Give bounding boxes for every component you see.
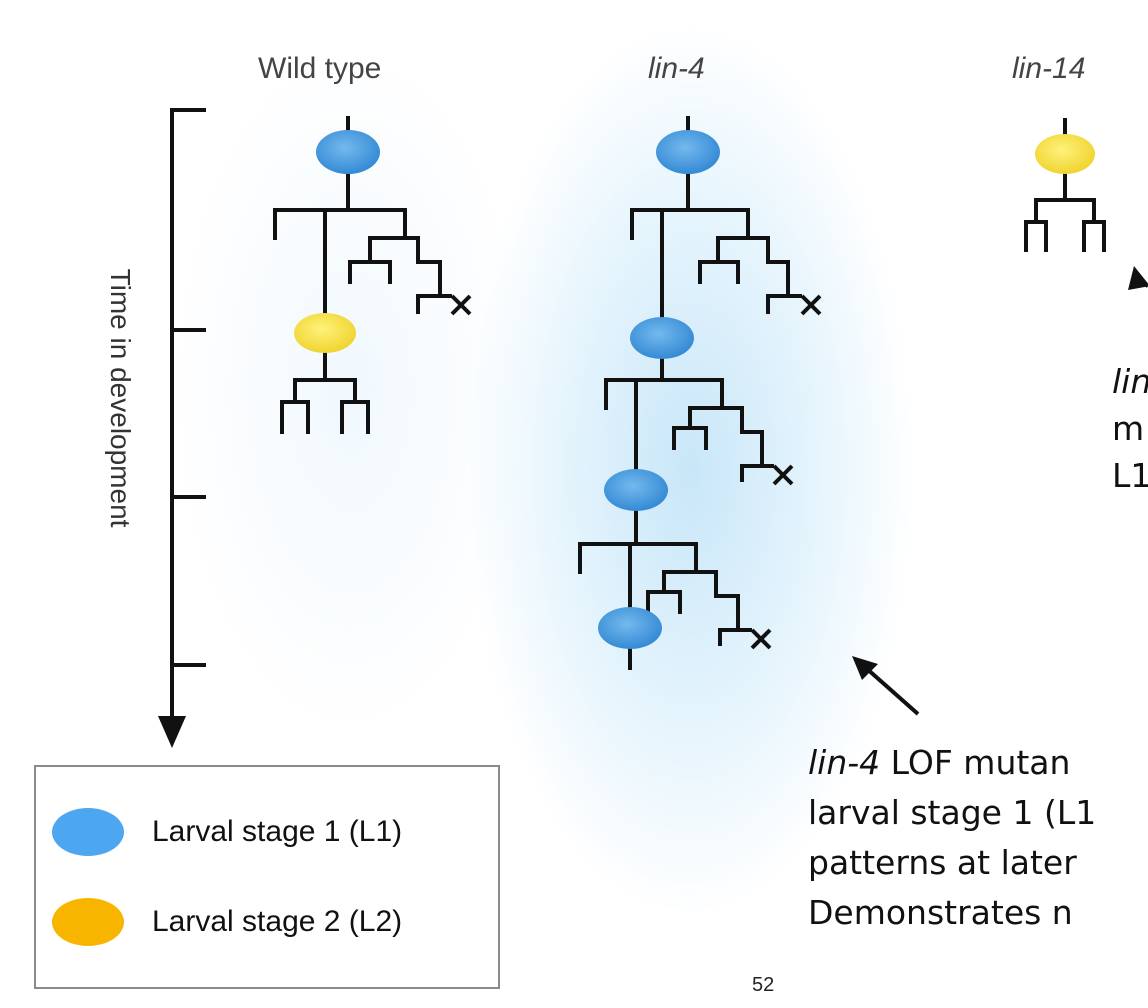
- lin-4-l1-cell-1: [656, 130, 720, 174]
- lin-14-note: lin m L1: [1112, 358, 1148, 499]
- lin-4-l1-cell-4: [598, 607, 662, 649]
- lin-4-note: lin-4 LOF mutan larval stage 1 (L1 patte…: [808, 738, 1096, 938]
- lin-4-note-line4: Demonstrates n: [808, 893, 1073, 932]
- lin-4-note-line1-text: LOF mutan: [880, 743, 1071, 782]
- legend: Larval stage 1 (L1) Larval stage 2 (L2): [34, 765, 500, 989]
- lin-4-l1-cell-3: [604, 469, 668, 511]
- lin-4-note-line2: larval stage 1 (L1: [808, 793, 1097, 832]
- lin-4-note-line3: patterns at later: [808, 843, 1077, 882]
- legend-l1-label: Larval stage 1 (L1): [152, 815, 403, 848]
- legend-l1-swatch: [52, 808, 124, 856]
- lin-4-lineage: [578, 116, 802, 670]
- column-header-lin-14: lin-14: [1012, 52, 1086, 85]
- wild-type-x-mark: [450, 294, 472, 316]
- legend-item-l2: Larval stage 2 (L2): [52, 897, 402, 947]
- lin-14-note-arrowhead: [1128, 266, 1148, 290]
- lin-14-note-line3: L1: [1112, 456, 1148, 495]
- column-header-lin-4: lin-4: [648, 52, 705, 85]
- lin-4-note-arrow: [864, 666, 920, 716]
- time-axis: [170, 108, 206, 718]
- time-axis-arrowhead: [158, 716, 186, 748]
- lin-4-note-line1: lin-4 LOF mutan: [808, 738, 1096, 788]
- lin-4-note-arrowhead: [852, 656, 878, 680]
- legend-l2-label: Larval stage 2 (L2): [152, 905, 403, 938]
- page-number: 52: [752, 974, 775, 996]
- lin-4-note-gene: lin-4: [808, 743, 881, 782]
- wild-type-lineage: [273, 116, 452, 434]
- lin-14-note-line2: m: [1112, 409, 1145, 448]
- column-header-wild-type: Wild type: [258, 52, 382, 85]
- lin-14-note-line1: lin: [1112, 362, 1148, 401]
- wild-type-l2-cell: [294, 313, 356, 353]
- lin-14-l2-cell: [1035, 134, 1095, 174]
- lin-4-x-marks: [750, 294, 822, 650]
- wild-type-l1-cell: [316, 130, 380, 174]
- lin-4-l1-cell-2: [630, 317, 694, 359]
- legend-l2-swatch: [52, 898, 124, 946]
- lin-14-lineage: [1024, 118, 1106, 252]
- legend-item-l1: Larval stage 1 (L1): [52, 807, 402, 857]
